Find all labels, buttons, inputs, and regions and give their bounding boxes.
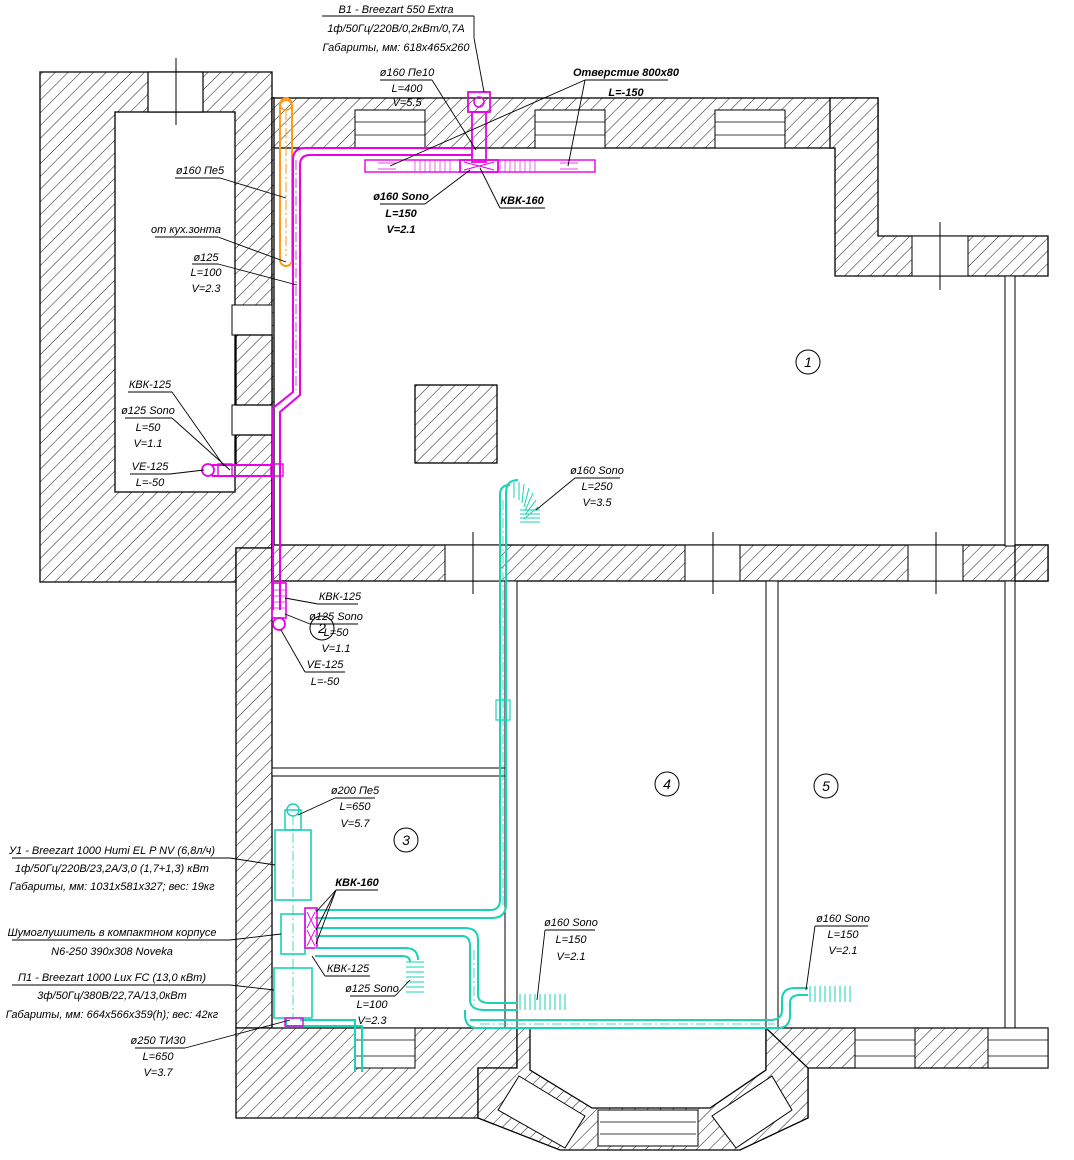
sono160-top-length: L=150 <box>385 208 417 220</box>
kvk-160-top <box>459 159 499 173</box>
sono125-left-velocity: V=1.1 <box>133 438 162 450</box>
room-number-3: 3 <box>402 832 410 848</box>
window-top-2 <box>534 109 606 149</box>
sono125-bottom-length: L=100 <box>357 999 389 1011</box>
y1-power: 1ф/50Гц/220В/23,2А/3,0 (1,7+1,3) кВт <box>15 863 209 875</box>
room-number-1: 1 <box>804 354 812 370</box>
p1-title: П1 - Breezart 1000 Lux FC (13,0 кВт) <box>18 972 206 984</box>
column <box>414 384 498 464</box>
y1-title: У1 - Breezart 1000 Humi EL P NV (6,8л/ч) <box>8 845 215 857</box>
sono160-room4-velocity: V=2.1 <box>556 951 585 963</box>
silencer-title: Шумоглушитель в компактном корпусе <box>7 927 216 939</box>
d160pe10-title: ø160 Пе10 <box>380 67 435 79</box>
partition-2-3 <box>271 767 506 777</box>
sono160-room1-length: L=250 <box>582 481 614 493</box>
sono160-room5-title: ø160 Sono <box>816 913 870 925</box>
exhaust-ducts <box>201 91 596 631</box>
sono160-room4-length: L=150 <box>556 934 588 946</box>
sono160-top-title: ø160 Sono <box>373 191 429 203</box>
opening-title: Отверстие 800x80 <box>573 67 680 79</box>
sono125-bottom-velocity: V=2.3 <box>357 1015 387 1027</box>
sono125-left-length: L=50 <box>136 422 162 434</box>
sono125-mid-length: L=50 <box>324 627 350 639</box>
d200pe5-title: ø200 Пе5 <box>331 785 380 797</box>
d200pe5-velocity: V=5.7 <box>340 818 370 830</box>
sono125-bottom-title: ø125 Sono <box>345 983 399 995</box>
b1-power: 1ф/50Гц/220В/0,2кВт/0,7А <box>327 23 464 35</box>
y1-dimensions: Габариты, мм: 1031x581x327; вес: 19кг <box>9 881 215 893</box>
sono125-left-title: ø125 Sono <box>121 405 175 417</box>
p1-unit <box>273 967 313 1019</box>
kvk125-mid-label: КВК-125 <box>319 591 362 603</box>
d160pe10-velocity: V=5.5 <box>392 97 422 109</box>
sono125-mid-title: ø125 Sono <box>309 611 363 623</box>
kvk160-top-label: КВК-160 <box>500 195 544 207</box>
d250ti30-length: L=650 <box>143 1051 175 1063</box>
d200pe5-length: L=650 <box>340 801 372 813</box>
sono125-mid-velocity: V=1.1 <box>321 643 350 655</box>
leader-lines <box>12 37 868 1049</box>
room-number-5: 5 <box>822 778 830 794</box>
sono160-room5-length: L=150 <box>828 929 860 941</box>
kvk160-bottom-label: КВК-160 <box>335 877 379 889</box>
sono160-top-velocity: V=2.1 <box>386 224 415 236</box>
ve-125-mid <box>272 617 286 631</box>
d160pe10-length: L=400 <box>392 83 424 95</box>
kitchen-hood-label: от кух.зонта <box>151 224 221 236</box>
d160pe5-label: ø160 Пе5 <box>176 165 225 177</box>
b1-title: B1 - Breezart 550 Extra <box>339 4 454 16</box>
ve125-mid-length: L=-50 <box>311 676 340 688</box>
window-top-1 <box>354 109 426 149</box>
sono160-room5-velocity: V=2.1 <box>828 945 857 957</box>
d250ti30-velocity: V=3.7 <box>143 1067 173 1079</box>
room-numbers: 1 2 3 4 5 <box>309 349 839 853</box>
opening-length: L=-150 <box>608 87 644 99</box>
window-top-3 <box>714 109 786 149</box>
d125-velocity: V=2.3 <box>191 283 221 295</box>
p1-power: 3ф/50Гц/380В/22,7А/13,0кВт <box>37 990 187 1002</box>
walls <box>39 58 1049 1151</box>
d125-title: ø125 <box>193 252 219 264</box>
silencer-model: N6-250 390x308 Noveka <box>51 946 173 958</box>
chimney-cavity <box>114 111 236 493</box>
sono160-room1-title: ø160 Sono <box>570 465 624 477</box>
sono160-room4-title: ø160 Sono <box>544 917 598 929</box>
partition-4-5 <box>765 580 779 1029</box>
ve125-left-length: L=-50 <box>136 477 165 489</box>
room-number-2: 2 <box>317 620 326 636</box>
b1-dimensions: Габариты, мм: 618x465x260 <box>323 42 471 54</box>
kvk125-bottom-label: КВК-125 <box>327 963 370 975</box>
ve125-mid-title: VE-125 <box>307 659 345 671</box>
labels: B1 - Breezart 550 Extra 1ф/50Гц/220В/0,2… <box>6 4 870 1079</box>
d125-length: L=100 <box>191 267 223 279</box>
d250ti30-title: ø250 ТИ30 <box>131 1035 187 1047</box>
kvk125-left-label: КВК-125 <box>129 379 172 391</box>
room-number-4: 4 <box>663 776 671 792</box>
supply-ducts <box>273 479 851 1072</box>
p1-dimensions: Габариты, мм: 664x566x359(h); вес: 42кг <box>6 1009 219 1021</box>
wall-left-lower <box>235 547 273 1029</box>
ve125-left-title: VE-125 <box>132 461 170 473</box>
sono160-room1-velocity: V=3.5 <box>582 497 612 509</box>
